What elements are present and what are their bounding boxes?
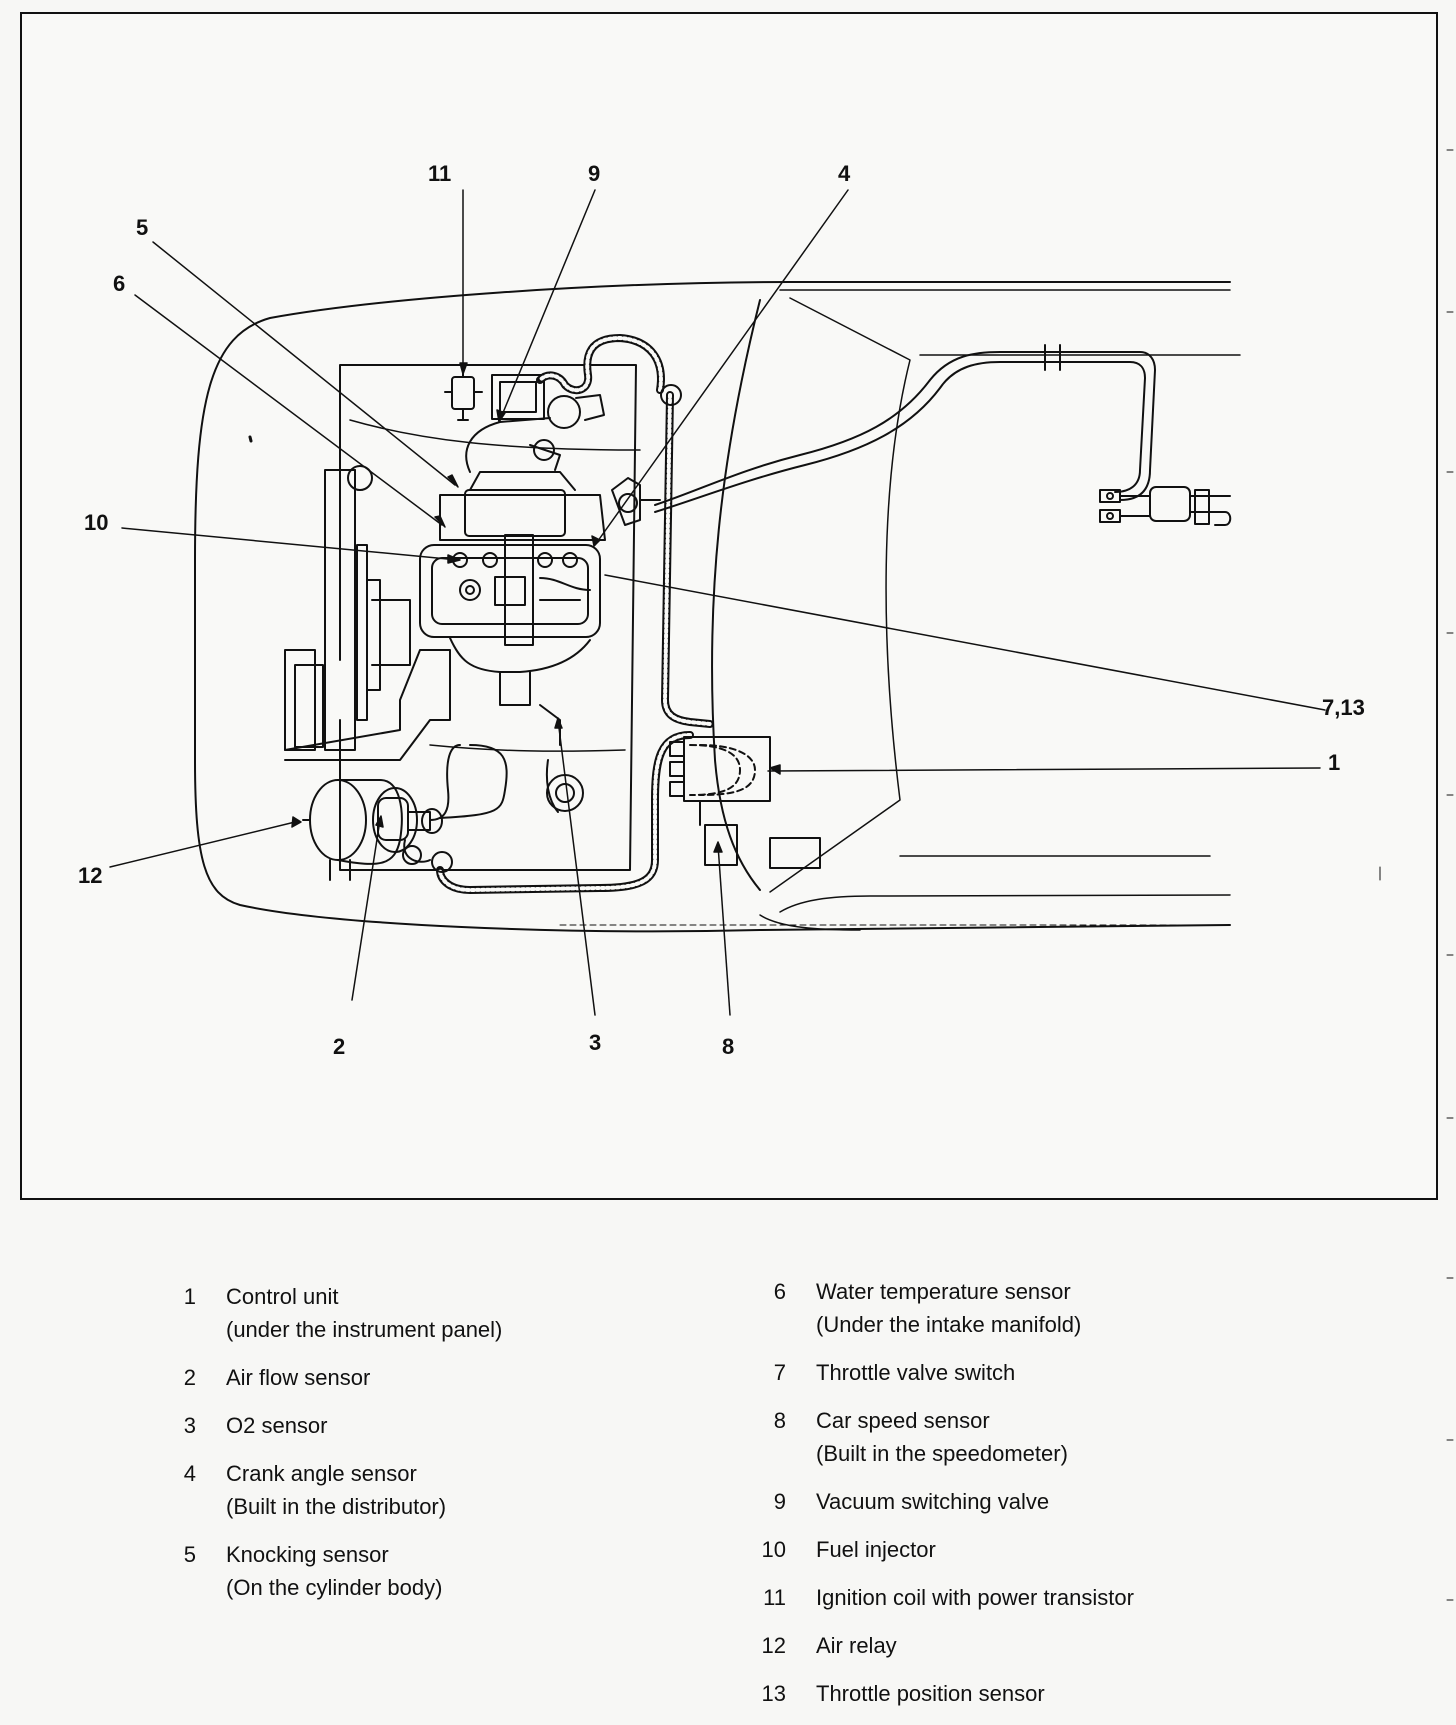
control-unit (669, 736, 771, 826)
legend-label: Crank angle sensor (226, 1461, 417, 1486)
legend-item: 6 Water temperature sensor (Under the in… (760, 1275, 1134, 1341)
callout-9: 9 (588, 161, 601, 186)
legend-note: (under the instrument panel) (226, 1317, 503, 1342)
legend-label: Air relay (816, 1633, 897, 1658)
legend-note: (Built in the speedometer) (816, 1441, 1068, 1466)
callout-2: 2 (333, 1034, 346, 1059)
legend-number: 10 (761, 1537, 786, 1562)
radiator (284, 465, 451, 761)
legend-label: Vacuum switching valve (816, 1489, 1050, 1514)
legend-label: Control unit (226, 1284, 339, 1309)
legend-number: 2 (183, 1365, 196, 1390)
legend-label: Air flow sensor (226, 1365, 371, 1390)
legend-text: Knocking sensor (On the cylinder body) (226, 1538, 442, 1604)
engine-bay-diagram (109, 149, 1454, 1601)
intake-assembly (464, 417, 576, 646)
legend-item: 3 O2 sensor (170, 1409, 502, 1442)
legend-number: 7 (773, 1360, 786, 1385)
legend-number: 3 (183, 1413, 196, 1438)
legend-text: Water temperature sensor (Under the inta… (816, 1275, 1081, 1341)
legend-right-column: 6 Water temperature sensor (Under the in… (760, 1275, 1134, 1725)
legend-number: 9 (773, 1489, 786, 1514)
legend-item: 4 Crank angle sensor (Built in the distr… (170, 1457, 502, 1523)
legend-note: (Built in the distributor) (226, 1494, 447, 1519)
legend-number: 12 (761, 1633, 786, 1658)
legend-number: 6 (773, 1279, 786, 1304)
leader-lines (109, 189, 1326, 1016)
legend-number: 13 (761, 1681, 786, 1706)
legend-text: Air relay (816, 1629, 897, 1662)
legend-item: 2 Air flow sensor (170, 1361, 502, 1394)
legend-number: 8 (773, 1408, 786, 1433)
legend-number: 11 (763, 1585, 786, 1610)
legend-item: 13 Throttle position sensor (760, 1677, 1134, 1710)
legend-item: 10 Fuel injector (760, 1533, 1134, 1566)
legend-text: Ignition coil with power transistor (816, 1581, 1134, 1614)
legend-item: 12 Air relay (760, 1629, 1134, 1662)
legend-note: (Under the intake manifold) (816, 1312, 1082, 1337)
callout-8: 8 (722, 1034, 735, 1059)
legend-number: 4 (183, 1461, 196, 1486)
legend-item: 8 Car speed sensor (Built in the speedom… (760, 1404, 1134, 1470)
legend-label: Fuel injector (816, 1537, 936, 1562)
scan-marks (248, 149, 1454, 1601)
legend-label: Ignition coil with power transistor (816, 1585, 1134, 1610)
legend-item: 11 Ignition coil with power transistor (760, 1581, 1134, 1614)
valve-cluster (491, 374, 605, 471)
legend-text: Fuel injector (816, 1533, 936, 1566)
legend-label: Water temperature sensor (816, 1279, 1071, 1304)
legend-left-column: 1 Control unit (under the instrument pan… (170, 1280, 503, 1619)
legend-number: 5 (183, 1542, 196, 1567)
vehicle-body-outline (194, 281, 1241, 933)
callout-5: 5 (136, 215, 149, 240)
legend-label: O2 sensor (226, 1413, 328, 1438)
legend-item: 9 Vacuum switching valve (760, 1485, 1134, 1518)
canister-right (1099, 486, 1232, 526)
callout-12: 12 (78, 863, 103, 888)
legend-number: 1 (183, 1284, 196, 1309)
o2-sensor (545, 759, 584, 813)
legend-text: Throttle position sensor (816, 1677, 1045, 1710)
callout-6: 6 (113, 271, 126, 296)
wiring-harness (431, 334, 714, 894)
callout-7-13: 7,13 (1322, 695, 1365, 720)
legend-note: (On the cylinder body) (226, 1575, 443, 1600)
air-flow-sensor (302, 779, 443, 881)
hoses (429, 344, 1156, 821)
ignition-coil (444, 364, 483, 421)
legend-label: Throttle position sensor (816, 1681, 1045, 1706)
engine-block (419, 494, 606, 706)
legend-text: Air flow sensor (226, 1361, 370, 1394)
car-speed-sensor (704, 824, 821, 869)
callout-4: 4 (838, 161, 851, 186)
legend-label: Car speed sensor (816, 1408, 990, 1433)
legend-label: Throttle valve switch (816, 1360, 1016, 1385)
legend-item: 7 Throttle valve switch (760, 1356, 1134, 1389)
legend-text: Car speed sensor (Built in the speedomet… (816, 1404, 1068, 1470)
callout-1: 1 (1328, 750, 1341, 775)
legend-label: Knocking sensor (226, 1542, 389, 1567)
legend-item: 5 Knocking sensor (On the cylinder body) (170, 1538, 502, 1604)
legend-text: Control unit (under the instrument panel… (226, 1280, 502, 1346)
legend-item: 1 Control unit (under the instrument pan… (170, 1280, 503, 1346)
crank-angle-sensor (611, 477, 661, 526)
legend-text: Vacuum switching valve (816, 1485, 1049, 1518)
callout-10: 10 (84, 510, 109, 535)
legend-text: Throttle valve switch (816, 1356, 1015, 1389)
legend-text: O2 sensor (226, 1409, 328, 1442)
callout-11: 11 (428, 161, 452, 186)
callout-3: 3 (589, 1030, 602, 1055)
legend-text: Crank angle sensor (Built in the distrib… (226, 1457, 446, 1523)
engine-compartment (339, 364, 641, 871)
